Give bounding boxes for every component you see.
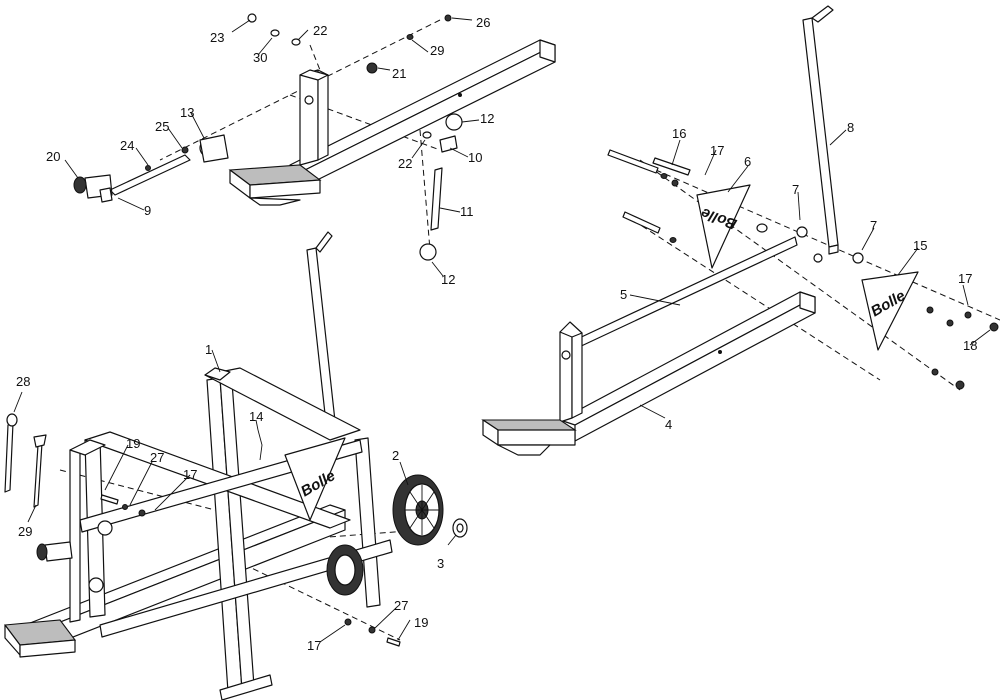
washer-3	[452, 518, 468, 538]
callout-17d: 17	[307, 638, 321, 653]
callout-25: 25	[155, 119, 169, 134]
callout-2: 2	[392, 448, 399, 463]
callout-19b: 19	[414, 615, 428, 630]
callout-29b: 29	[430, 43, 444, 58]
callout-14: 14	[249, 409, 263, 424]
spacers-7	[756, 223, 864, 264]
bolts-16	[607, 149, 691, 243]
beam-4	[559, 291, 816, 442]
callout-15: 15	[913, 238, 927, 253]
callout-23: 23	[210, 30, 224, 45]
callout-labels: 1 2 3 4 5 6 7 7 8 9 10 11 12 12 13 14 15…	[16, 15, 977, 653]
callout-11: 11	[460, 204, 474, 219]
callout-10: 10	[468, 150, 482, 165]
callout-22b: 22	[398, 156, 412, 171]
top-right-subassembly: Bolle Bolle	[481, 5, 1000, 456]
right-vertical-post	[559, 321, 583, 423]
top-left-subassembly	[73, 13, 556, 261]
top-beam	[289, 39, 556, 187]
callout-21: 21	[392, 66, 406, 81]
triangle-plate-15: Bolle	[861, 271, 919, 351]
callout-22a: 22	[313, 23, 327, 38]
small-fasteners-top	[145, 13, 452, 171]
callout-19a: 19	[126, 436, 140, 451]
callout-6: 6	[744, 154, 751, 169]
callout-8: 8	[847, 120, 854, 135]
top-foot-plate	[228, 164, 322, 206]
callout-18: 18	[963, 338, 977, 353]
callout-30: 30	[253, 50, 267, 65]
callout-12b: 12	[441, 272, 455, 287]
callout-7b: 7	[870, 218, 877, 233]
callout-12a: 12	[480, 111, 494, 126]
callout-17a: 17	[710, 143, 724, 158]
callout-4: 4	[665, 417, 672, 432]
callout-1: 1	[205, 342, 212, 357]
upright-8	[802, 5, 839, 255]
callout-16: 16	[672, 126, 686, 141]
callout-27a: 27	[150, 450, 164, 465]
callout-13: 13	[180, 105, 194, 120]
top-vertical-post	[299, 69, 329, 166]
callout-29a: 29	[18, 524, 32, 539]
callout-5: 5	[620, 287, 627, 302]
crank-handle-9	[73, 154, 191, 203]
callout-28: 28	[16, 374, 30, 389]
triangle-plate-6: Bolle	[696, 184, 751, 269]
callout-3: 3	[437, 556, 444, 571]
callout-17b: 17	[958, 271, 972, 286]
callout-24: 24	[120, 138, 134, 153]
callout-9: 9	[144, 203, 151, 218]
callout-27b: 27	[394, 598, 408, 613]
right-foot-plate	[481, 419, 577, 456]
assembled-frame: Bolle	[3, 231, 421, 700]
leader-lines	[13, 17, 991, 643]
pins-and-knobs	[419, 113, 463, 261]
callout-20: 20	[46, 149, 60, 164]
wheel-2	[392, 474, 444, 546]
callout-26: 26	[476, 15, 490, 30]
callout-17c: 17	[183, 467, 197, 482]
flange-bearing-13	[199, 134, 229, 163]
nuts-right	[926, 306, 999, 390]
callout-7a: 7	[792, 182, 799, 197]
